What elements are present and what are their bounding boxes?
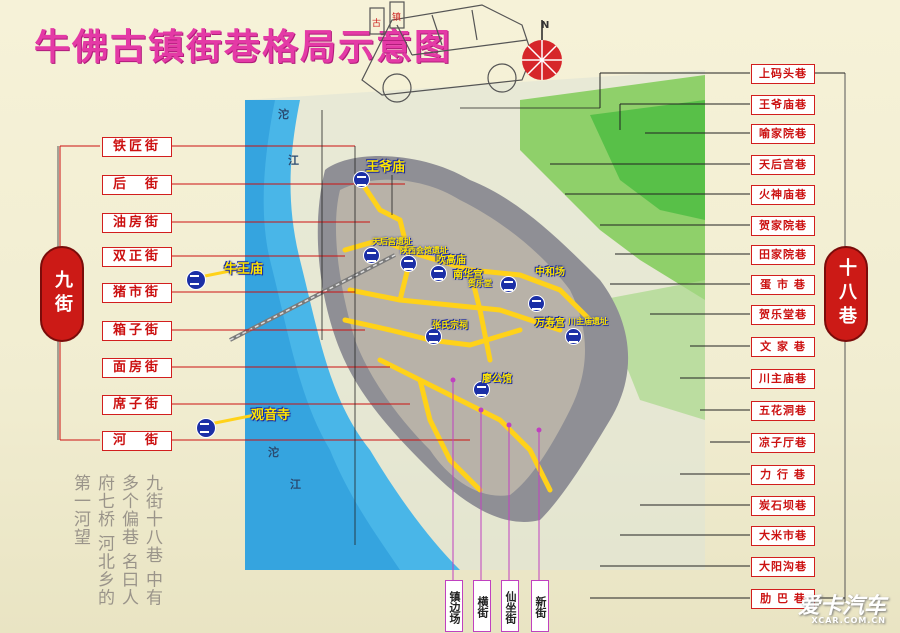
temple-icon [565,328,582,345]
street-label: 双正街 [102,247,172,267]
landmark-wangye: 王爷庙 [366,160,406,175]
lane-label: 川主庙巷 [751,369,815,389]
watermark-text: 爱卡汽车 [797,594,886,619]
street-label: 箱子街 [102,321,172,341]
lane-label: 大米市巷 [751,526,815,546]
north-label: N [541,20,550,31]
lane-label: 大阳沟巷 [751,557,815,577]
svg-text:古: 古 [372,17,381,29]
bottom-street-label: 仙坐街 [501,580,519,632]
lane-label: 火神庙巷 [751,185,815,205]
lane-label: 喻家院巷 [751,124,815,144]
street-label: 铁匠街 [102,137,172,157]
svg-text:镇: 镇 [392,11,401,23]
landmark-nanhua: 南华宫 [453,270,483,281]
landmark-niuwang: 牛王庙 [224,262,264,277]
river-label: 沱 [278,108,289,121]
temple-icon [353,171,370,188]
lane-label: 肋 巴 巷 [751,589,815,609]
landmark-zhonghe: 中和场 [535,267,565,278]
street-label: 后 街 [102,175,172,195]
lane-label: 田家院巷 [751,245,815,265]
street-label: 猪市街 [102,283,172,303]
landmark-chuigao: 吹高庙 [436,255,466,266]
temple-icon [196,418,216,438]
lane-label: 力 行 巷 [751,465,815,485]
lane-label: 贺乐堂巷 [751,305,815,325]
street-label: 河 街 [102,431,172,451]
temple-icon [425,328,442,345]
street-label: 面房街 [102,358,172,378]
lane-label: 炭石坝巷 [751,496,815,516]
temple-icon [363,247,380,264]
landmark-shaanxi: 陕西会馆遗址 [400,246,448,255]
watermark-url: XCAR.COM.CN [811,616,886,625]
lane-label: 王爷庙巷 [751,95,815,115]
landmark-guanyin: 观音寺 [251,408,291,423]
calligraphy-poem: 九街十八巷 中有多个偏巷 名曰人府七桥 河北乡的第一河望 [70,474,162,607]
right-group-label: 十八巷 [824,246,868,342]
bottom-street-label: 新街 [531,580,549,632]
river-label: 江 [288,154,299,167]
lane-label: 文 家 巷 [751,337,815,357]
lane-label: 上码头巷 [751,64,815,84]
street-label: 席子街 [102,395,172,415]
landmark-wanshou: 万寿宫 [535,318,565,329]
lane-label: 蛋 市 巷 [751,275,815,295]
river-label: 沱 [268,446,279,459]
temple-icon [500,276,517,293]
left-group-label: 九街 [40,246,84,342]
landmark-zhangshi: 张氏宗祠 [432,321,469,331]
river-label: 江 [290,478,301,491]
lane-label: 五花洞巷 [751,401,815,421]
landmark-tianhou: 天后宫遗址 [372,237,412,246]
landmark-hele: 贺乐堂 [468,279,492,288]
temple-icon [528,295,545,312]
bottom-street-label: 横街 [473,580,491,632]
lane-label: 贺家院巷 [751,216,815,236]
temple-icon [186,270,206,290]
lane-label: 天后宫巷 [751,155,815,175]
temple-icon [473,381,490,398]
lane-label: 凉子厅巷 [751,433,815,453]
bottom-street-label: 镇边场 [445,580,463,632]
landmark-lianggong: 廖公馆 [482,374,512,385]
car-sketch-icon: 古 镇 [361,1,562,103]
temple-icon [400,255,417,272]
street-label: 油房街 [102,213,172,233]
landmark-chuanzhu: 川主庙遗址 [568,317,608,326]
watermark-logo: 爱卡汽车 XCAR.COM.CN [798,588,886,625]
temple-icon [430,265,447,282]
